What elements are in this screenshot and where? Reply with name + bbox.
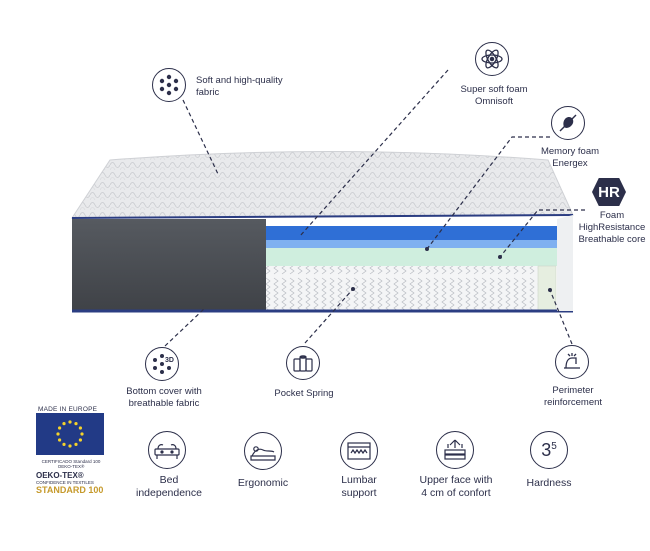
atom-icon <box>475 42 509 76</box>
oeko-tex-title: OEKO-TEX® <box>36 471 84 480</box>
oeko-tex-logo: OEKO-TEX® CONFIDENCE IN TEXTILES STANDAR… <box>36 471 103 495</box>
made-in-europe: MADE IN EUROPE <box>38 406 98 413</box>
perimeter-label: Perimeter reinforcement <box>543 385 603 408</box>
upper-face-icon <box>436 431 474 469</box>
oeko-certificate-text: CERTIFICADO Standard 100 OEKO-TEX® <box>41 459 101 469</box>
bottom-cover-label: Bottom cover with breathable fabric <box>126 386 202 409</box>
omnisoft-label: Super soft foam Omnisoft <box>460 84 528 107</box>
pocket-spring-icon <box>286 346 320 380</box>
energex-label: Memory foam Energex <box>540 146 600 169</box>
upper-face-label: Upper face with 4 cm of confort <box>419 474 493 499</box>
lumbar-support-label: Lumbar support <box>341 474 377 499</box>
bed-independence-label: Bed independence <box>136 474 202 499</box>
ergonomic-label: Ergonomic <box>237 477 289 489</box>
hardness-label: Hardness <box>526 477 572 489</box>
fabric-label: Soft and high-quality fabric <box>196 75 283 98</box>
oeko-tex-standard: STANDARD 100 <box>36 485 104 495</box>
eu-stars-icon <box>56 420 84 448</box>
pocket-spring-label: Pocket Spring <box>274 388 334 399</box>
bed-independence-icon <box>148 431 186 469</box>
eu-flag <box>36 413 104 455</box>
perimeter-icon <box>555 345 589 379</box>
ergonomic-icon <box>244 432 282 470</box>
hr-foam-label: Foam HighResistance Breathable core <box>578 210 646 245</box>
hr-icon: HR <box>592 178 626 206</box>
oeko-tex-sub: CONFIDENCE IN TEXTILES <box>36 480 94 485</box>
lumbar-support-icon <box>340 432 378 470</box>
fabric-icon <box>152 68 186 102</box>
hardness-value: 3 <box>541 439 552 460</box>
hardness-scale: 5 <box>551 440 557 452</box>
bottom-cover-icon: 3D <box>145 347 179 381</box>
memory-foam-icon <box>551 106 585 140</box>
bottom-cover-3d-badge: 3D <box>165 357 174 364</box>
